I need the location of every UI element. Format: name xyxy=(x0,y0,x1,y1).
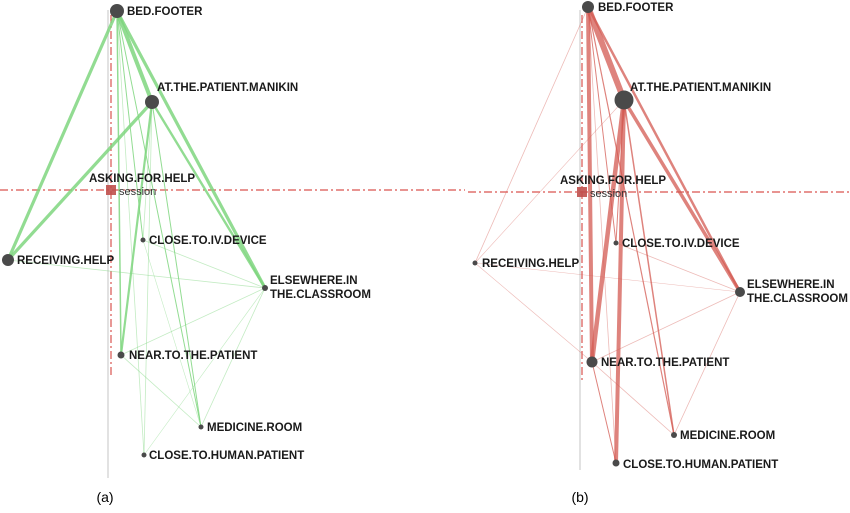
node-near_to_patient xyxy=(586,356,598,368)
edge-near_to_patient-elsewhere_in_classroom xyxy=(591,291,741,363)
edge-close_to_iv_device-elsewhere_in_classroom xyxy=(615,242,741,293)
node-at_patient_manikin xyxy=(614,90,634,110)
edge-bed_footer-medicine_room xyxy=(116,10,202,428)
edge-bed_footer-receiving_help xyxy=(6,9,119,262)
node-close_to_iv_device xyxy=(140,237,146,243)
node-label-medicine_room: MEDICINE.ROOM xyxy=(680,430,775,442)
node-close_to_human_patient xyxy=(141,452,147,458)
edge-at_patient_manikin-receiving_help xyxy=(474,99,625,264)
edge-at_patient_manikin-elsewhere_in_classroom xyxy=(150,100,267,290)
node-label-close_to_iv_device: CLOSE.TO.IV.DEVICE xyxy=(149,235,267,247)
edge-at_patient_manikin-medicine_room xyxy=(151,101,202,428)
edge-receiving_help-elsewhere_in_classroom xyxy=(7,259,266,289)
edge-at_patient_manikin-elsewhere_in_classroom xyxy=(622,98,742,294)
node-close_to_iv_device xyxy=(613,240,619,246)
edge-at_patient_manikin-near_to_patient xyxy=(589,97,627,365)
edge-receiving_help-near_to_patient xyxy=(474,262,593,363)
edge-near_to_patient-medicine_room xyxy=(120,354,202,428)
node-label-close_to_human_patient: CLOSE.TO.HUMAN.PATIENT xyxy=(149,450,304,462)
node-label-close_to_human_patient: CLOSE.TO.HUMAN.PATIENT xyxy=(623,459,778,471)
node-label-at_patient_manikin: AT.THE.PATIENT.MANIKIN xyxy=(157,82,298,94)
edge-at_patient_manikin-close_to_human_patient xyxy=(143,101,153,456)
node-label-receiving_help: RECEIVING.HELP xyxy=(17,255,114,267)
node-label-close_to_iv_device: CLOSE.TO.IV.DEVICE xyxy=(622,238,740,250)
session-label: session xyxy=(119,186,156,198)
edge-close_to_iv_device-elsewhere_in_classroom xyxy=(142,239,266,289)
panel-b-caption: (b) xyxy=(571,489,588,505)
edge-at_patient_manikin-receiving_help xyxy=(6,100,154,262)
node-close_to_human_patient xyxy=(612,459,620,467)
panel-a-network: session BED.FOOTER AT.THE.PATIENT.MANIKIN A… xyxy=(0,4,465,478)
edge-near_to_patient-medicine_room xyxy=(591,361,675,436)
node-label-asking_for_help: ASKING.FOR.HELP xyxy=(89,173,195,185)
node-near_to_patient xyxy=(117,351,125,359)
edge-bed_footer-medicine_room xyxy=(587,6,675,436)
edge-bed_footer-close_to_iv_device xyxy=(116,10,144,241)
edge-at_patient_manikin-close_to_iv_device xyxy=(615,99,625,244)
edge-elsewhere_in_classroom-medicine_room xyxy=(673,291,741,436)
edge-elsewhere_in_classroom-medicine_room xyxy=(200,287,266,428)
edge-bed_footer-close_to_human_patient xyxy=(587,6,617,464)
edge-bed_footer-near_to_patient xyxy=(586,5,594,364)
edge-bed_footer-elsewhere_in_classroom xyxy=(586,5,742,294)
node-bed_footer xyxy=(110,4,124,18)
node-bed_footer xyxy=(582,1,594,13)
node-receiving_help xyxy=(472,260,478,266)
node-label-receiving_help: RECEIVING.HELP xyxy=(482,258,579,270)
edge-bed_footer-receiving_help xyxy=(474,6,589,264)
edge-close_to_iv_device-medicine_room xyxy=(142,239,202,428)
edge-bed_footer-at_patient_manikin xyxy=(115,9,154,104)
node-elsewhere_in_classroom xyxy=(262,285,268,291)
edge-at_patient_manikin-medicine_room xyxy=(623,99,675,436)
node-label-near_to_patient: NEAR.TO.THE.PATIENT xyxy=(601,357,729,369)
session-marker xyxy=(106,185,116,195)
edge-bed_footer-elsewhere_in_classroom xyxy=(115,9,267,290)
node-label-bed_footer: BED.FOOTER xyxy=(127,6,203,18)
edge-near_to_patient-close_to_human_patient xyxy=(591,361,617,464)
node-at_patient_manikin xyxy=(145,95,159,109)
edge-at_patient_manikin-near_to_patient xyxy=(119,100,154,357)
edge-bed_footer-near_to_patient xyxy=(116,10,122,356)
edge-receiving_help-elsewhere_in_classroom xyxy=(474,262,741,293)
node-label-asking_for_help: ASKING.FOR.HELP xyxy=(560,175,666,187)
node-label-at_patient_manikin: AT.THE.PATIENT.MANIKIN xyxy=(630,82,771,94)
panel-b-network: session BED.FOOTER AT.THE.PATIENT.MANIKIN A… xyxy=(468,1,850,471)
edge-at_patient_manikin-close_to_human_patient xyxy=(614,98,626,465)
node-label-bed_footer: BED.FOOTER xyxy=(598,2,674,14)
node-receiving_help xyxy=(2,254,14,266)
edge-bed_footer-close_to_iv_device xyxy=(587,6,617,244)
session-label: session xyxy=(590,188,627,200)
node-medicine_room xyxy=(671,432,677,438)
edge-bed_footer-close_to_human_patient xyxy=(116,10,145,456)
node-elsewhere_in_classroom xyxy=(735,287,745,297)
edge-bed_footer-at_patient_manikin xyxy=(585,4,627,103)
node-label-near_to_patient: NEAR.TO.THE.PATIENT xyxy=(129,350,257,362)
node-label-medicine_room: MEDICINE.ROOM xyxy=(207,422,302,434)
node-medicine_room xyxy=(198,424,204,430)
session-marker xyxy=(577,187,587,197)
edge-at_patient_manikin-close_to_iv_device xyxy=(142,101,153,241)
edge-near_to_patient-elsewhere_in_classroom xyxy=(120,287,266,356)
edge-elsewhere_in_classroom-close_to_human_patient xyxy=(143,287,266,456)
panel-a-caption: (a) xyxy=(96,489,113,505)
